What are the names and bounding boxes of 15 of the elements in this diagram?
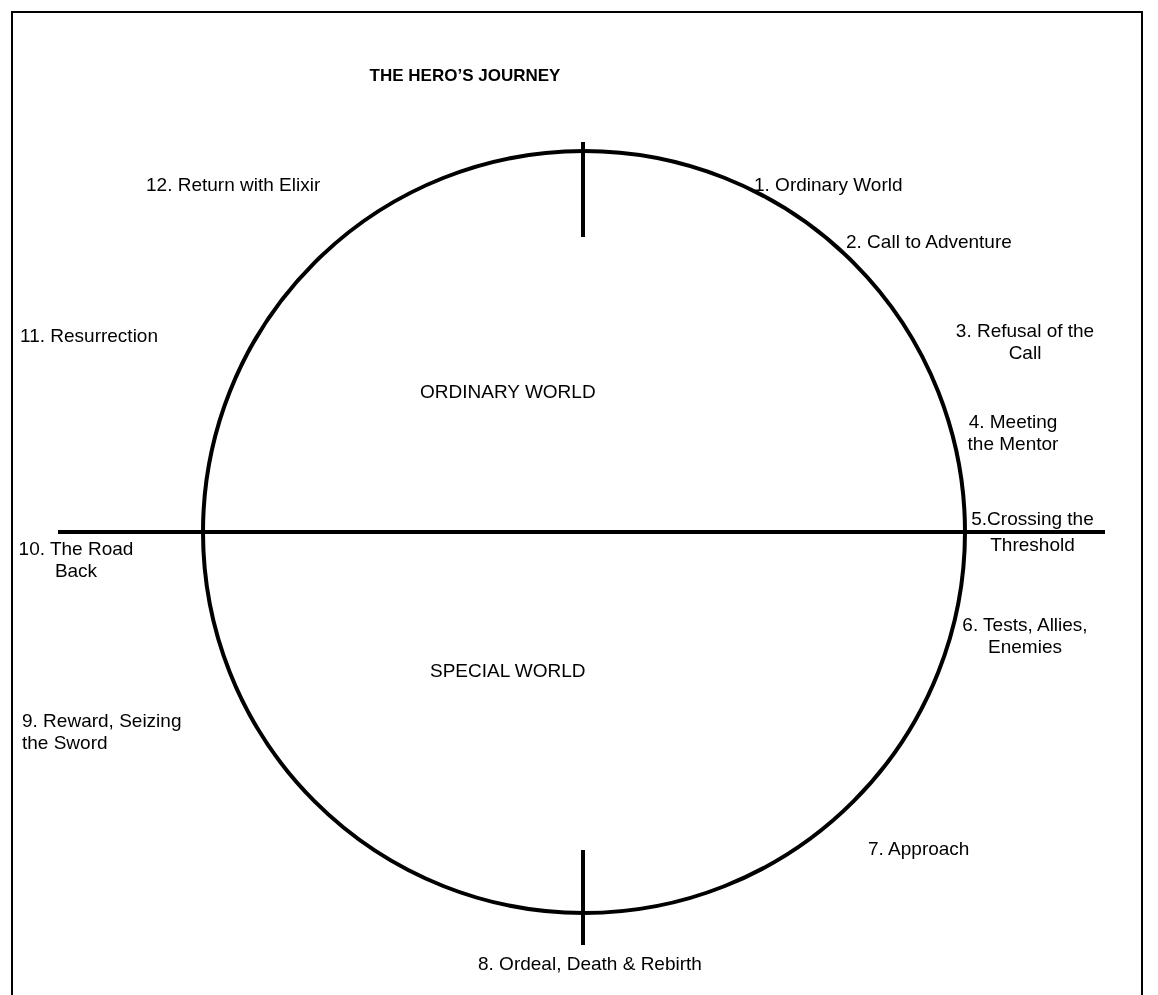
region-label: SPECIAL WORLD — [430, 660, 586, 682]
stage-label: 12. Return with Elixir — [146, 174, 321, 196]
stage-label: 7. Approach — [868, 838, 970, 860]
stage-label: 5.Crossing the Threshold — [970, 507, 1095, 557]
stage-label: 11. Resurrection — [20, 325, 158, 347]
diagram-title: THE HERO’S JOURNEY — [368, 66, 562, 86]
stage-label: 2. Call to Adventure — [846, 231, 1012, 253]
stage-label: 10. The Road Back — [17, 538, 135, 582]
stage-label: 8. Ordeal, Death & Rebirth — [478, 953, 702, 975]
stage-label: 1. Ordinary World — [754, 174, 903, 196]
stage-label: 9. Reward, Seizing the Sword — [22, 710, 183, 754]
stage-label: 4. Meeting the Mentor — [966, 411, 1060, 455]
stage-label: 6. Tests, Allies, Enemies — [961, 614, 1089, 658]
stage-label: 3. Refusal of the Call — [954, 320, 1096, 364]
region-label: ORDINARY WORLD — [420, 381, 596, 403]
